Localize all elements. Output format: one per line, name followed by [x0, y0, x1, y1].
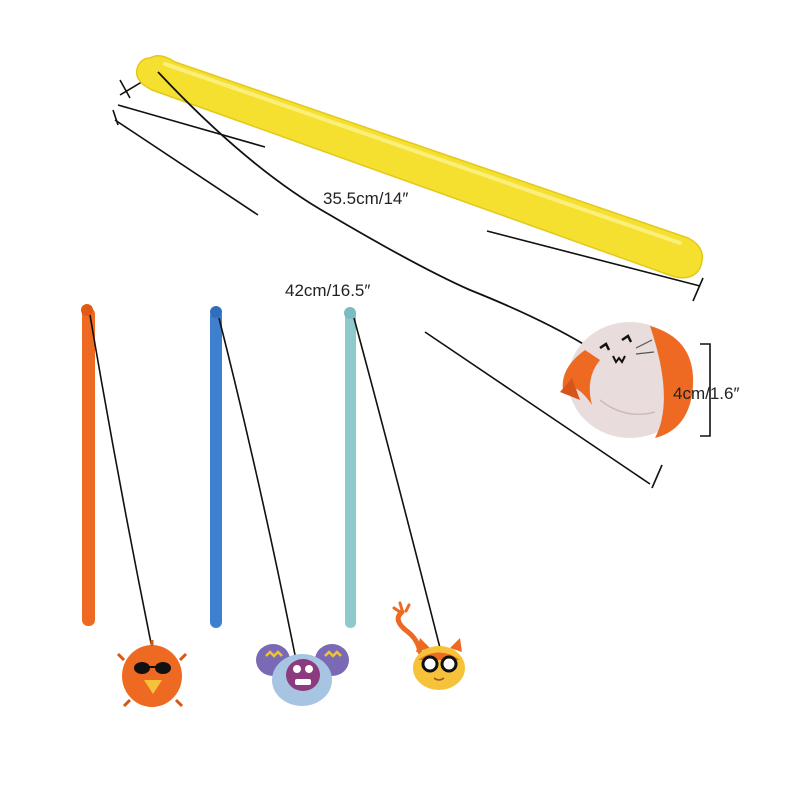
mouse-ball-face [286, 659, 320, 691]
teal-wand [345, 310, 356, 628]
ball-dimension-bracket [700, 343, 711, 437]
string-dimension-left [114, 119, 259, 216]
string-dimension-right-tick [651, 464, 663, 489]
teal-wand-string [353, 317, 441, 649]
yellow-wand-string [157, 71, 586, 346]
cat-ball-whisker [635, 339, 653, 349]
blue-wand-tip [210, 306, 222, 318]
orange-wand-toy [81, 304, 188, 708]
string-dimension-left-tick [112, 109, 119, 126]
string-dimension-right [424, 331, 651, 485]
yellow-wand-highlight [163, 62, 682, 245]
blue-wand-string [218, 317, 296, 656]
rope-cat-mouth [433, 677, 445, 681]
bird-ball-fur [116, 640, 188, 708]
cat-ball-stitch [599, 399, 656, 415]
wand-dimension-right-tick [692, 277, 704, 302]
teal-wand-toy [344, 307, 465, 690]
mouse-ball-paw-right [324, 650, 342, 658]
cat-ball-ear [560, 378, 580, 400]
orange-wand [82, 308, 95, 626]
mouse-ball [256, 644, 349, 706]
wand-length-label: 35.5cm/14″ [323, 189, 409, 208]
wand-dimension-line-right [486, 230, 701, 287]
rope-cat-ear-right [450, 638, 462, 652]
cat-ball-whisker [635, 351, 655, 355]
dimension-lines [112, 79, 711, 489]
mouse-ball-paw-left [265, 650, 283, 658]
wand-dimension-line-left [117, 104, 266, 148]
mouse-ball-eye-right [305, 665, 313, 673]
teal-wand-tip [344, 307, 356, 319]
fluffy-bird-ball [116, 640, 188, 708]
blue-wand-toy [210, 306, 349, 706]
orange-wand-tip [81, 304, 93, 316]
mouse-ball-teeth [295, 679, 311, 685]
blue-wand [210, 310, 222, 628]
bird-ball-sunglasses-left [134, 662, 150, 674]
rope-tail [395, 609, 423, 655]
cat-ball-orange-right [650, 326, 694, 438]
yellow-wand [135, 55, 703, 279]
bird-ball-fluff [122, 645, 182, 707]
mouse-ball-eye-left [293, 665, 301, 673]
cat-ball-orange-left [562, 350, 600, 405]
ball-diameter-label: 4cm/1.6″ [673, 384, 740, 403]
wand-dimension-left-tick [119, 79, 131, 99]
cat-ball-eye-right [621, 334, 633, 343]
rope-cat-ear-left [416, 638, 430, 652]
orange-wand-string [89, 314, 153, 649]
string-length-label: 42cm/16.5″ [285, 281, 371, 300]
cat-ball-eye-left [599, 342, 611, 351]
bird-ball-sunglasses-right [155, 662, 171, 674]
bird-ball-beak [144, 680, 162, 694]
yellow-wand-toy [135, 55, 703, 438]
rope-tail-fray [392, 601, 411, 614]
cat-ball-mouth [612, 355, 626, 364]
rope-tail-cat-ball [392, 601, 465, 690]
rope-cat-goggle-left [421, 655, 439, 673]
cat-face-ball [560, 322, 694, 438]
rope-cat-goggle-right [440, 655, 458, 673]
